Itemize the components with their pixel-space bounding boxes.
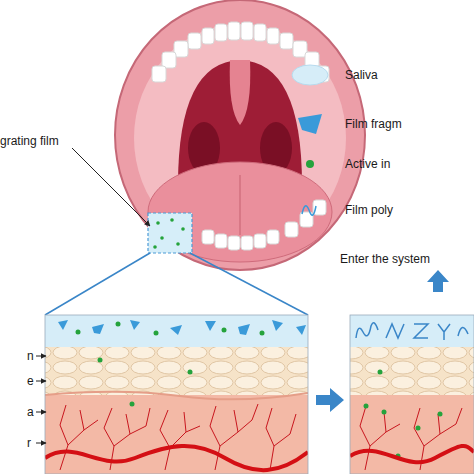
tissue-before [45, 315, 308, 474]
process-arrow [316, 388, 344, 412]
legend-text: Film fragm [345, 117, 402, 131]
legend-text: Active in [345, 157, 390, 171]
layer-label: a [27, 405, 34, 419]
layer-leaders [36, 356, 46, 443]
leader-line [72, 148, 150, 226]
zoom-lines [45, 253, 308, 315]
film-label: grating film [0, 134, 59, 148]
legend-symbols [292, 65, 328, 215]
legend-text: Film poly [345, 203, 393, 217]
up-arrow [427, 270, 449, 292]
legend-text: Saliva [345, 68, 378, 82]
mouth-illustration [115, 0, 365, 270]
layer-label: e [27, 374, 34, 388]
pathway-label: Enter the system [340, 252, 430, 266]
layer-label: n [27, 349, 34, 363]
tissue-after [350, 315, 474, 474]
layer-label: r [27, 436, 31, 450]
